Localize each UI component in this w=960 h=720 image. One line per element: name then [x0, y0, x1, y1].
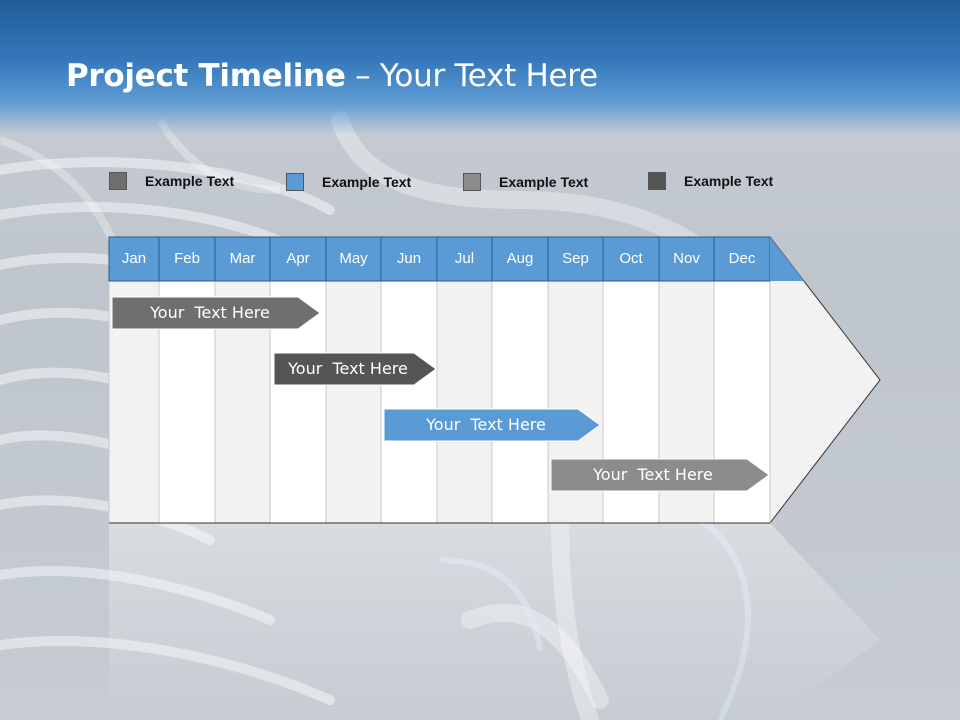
month-header-cell	[325, 236, 382, 282]
month-label-apr: Apr	[286, 250, 310, 267]
month-header-cell	[380, 236, 438, 282]
task-arrow	[111, 296, 321, 330]
task-label: Your Text Here	[150, 303, 270, 322]
legend-label: Example Text	[499, 174, 589, 190]
title-dash: –	[345, 58, 380, 94]
month-label-aug: Aug	[506, 250, 534, 267]
month-column	[491, 280, 549, 524]
month-label-jul: Jul	[454, 250, 475, 267]
month-label-may: May	[339, 250, 368, 267]
month-label-sep: Sep	[562, 250, 589, 267]
month-header-cell	[158, 236, 216, 282]
month-header-cell	[269, 236, 327, 282]
task-arrow	[383, 408, 601, 442]
header-band	[0, 0, 960, 135]
title-bold: Project Timeline	[66, 58, 346, 94]
month-column	[325, 280, 382, 524]
month-header-cell	[658, 236, 715, 282]
month-header-cells	[108, 236, 771, 282]
legend-label: Example Text	[322, 174, 412, 190]
month-label-mar: Mar	[229, 250, 256, 267]
month-header-cell	[547, 236, 604, 282]
task-label: Your Text Here	[288, 359, 408, 378]
task-arrows	[111, 296, 770, 492]
task-arrow	[273, 352, 437, 386]
task-label: Your Text Here	[593, 465, 713, 484]
month-header-cell	[108, 236, 160, 282]
month-label-oct: Oct	[619, 250, 643, 267]
legend-swatch	[463, 173, 481, 191]
task-label: Your Text Here	[426, 415, 546, 434]
month-label-jan: Jan	[121, 250, 147, 267]
title-rest: Your Text Here	[379, 58, 598, 94]
month-label-feb: Feb	[174, 250, 200, 267]
page-title: Project Timeline – Your Text Here	[66, 58, 598, 94]
month-header-cell	[436, 236, 493, 282]
month-label-dec: Dec	[728, 250, 756, 267]
legend-item: Example Text	[286, 172, 411, 192]
legend-swatch	[109, 172, 127, 190]
month-header-cell	[214, 236, 271, 282]
task-arrow	[550, 458, 770, 492]
legend-item: Example Text	[109, 171, 234, 191]
legend-label: Example Text	[684, 173, 774, 189]
month-column	[380, 280, 438, 524]
month-column	[436, 280, 493, 524]
legend-swatch	[648, 172, 666, 190]
legend-item: Example Text	[463, 172, 588, 192]
legend-label: Example Text	[145, 173, 235, 189]
month-label-jun: Jun	[396, 250, 422, 267]
legend-item: Example Text	[648, 171, 773, 191]
month-label-nov: Nov	[673, 250, 700, 267]
timeline-reflection	[109, 523, 880, 720]
legend-swatch	[286, 173, 304, 191]
header-arrow-tip	[770, 237, 804, 281]
month-header-cell	[713, 236, 771, 282]
